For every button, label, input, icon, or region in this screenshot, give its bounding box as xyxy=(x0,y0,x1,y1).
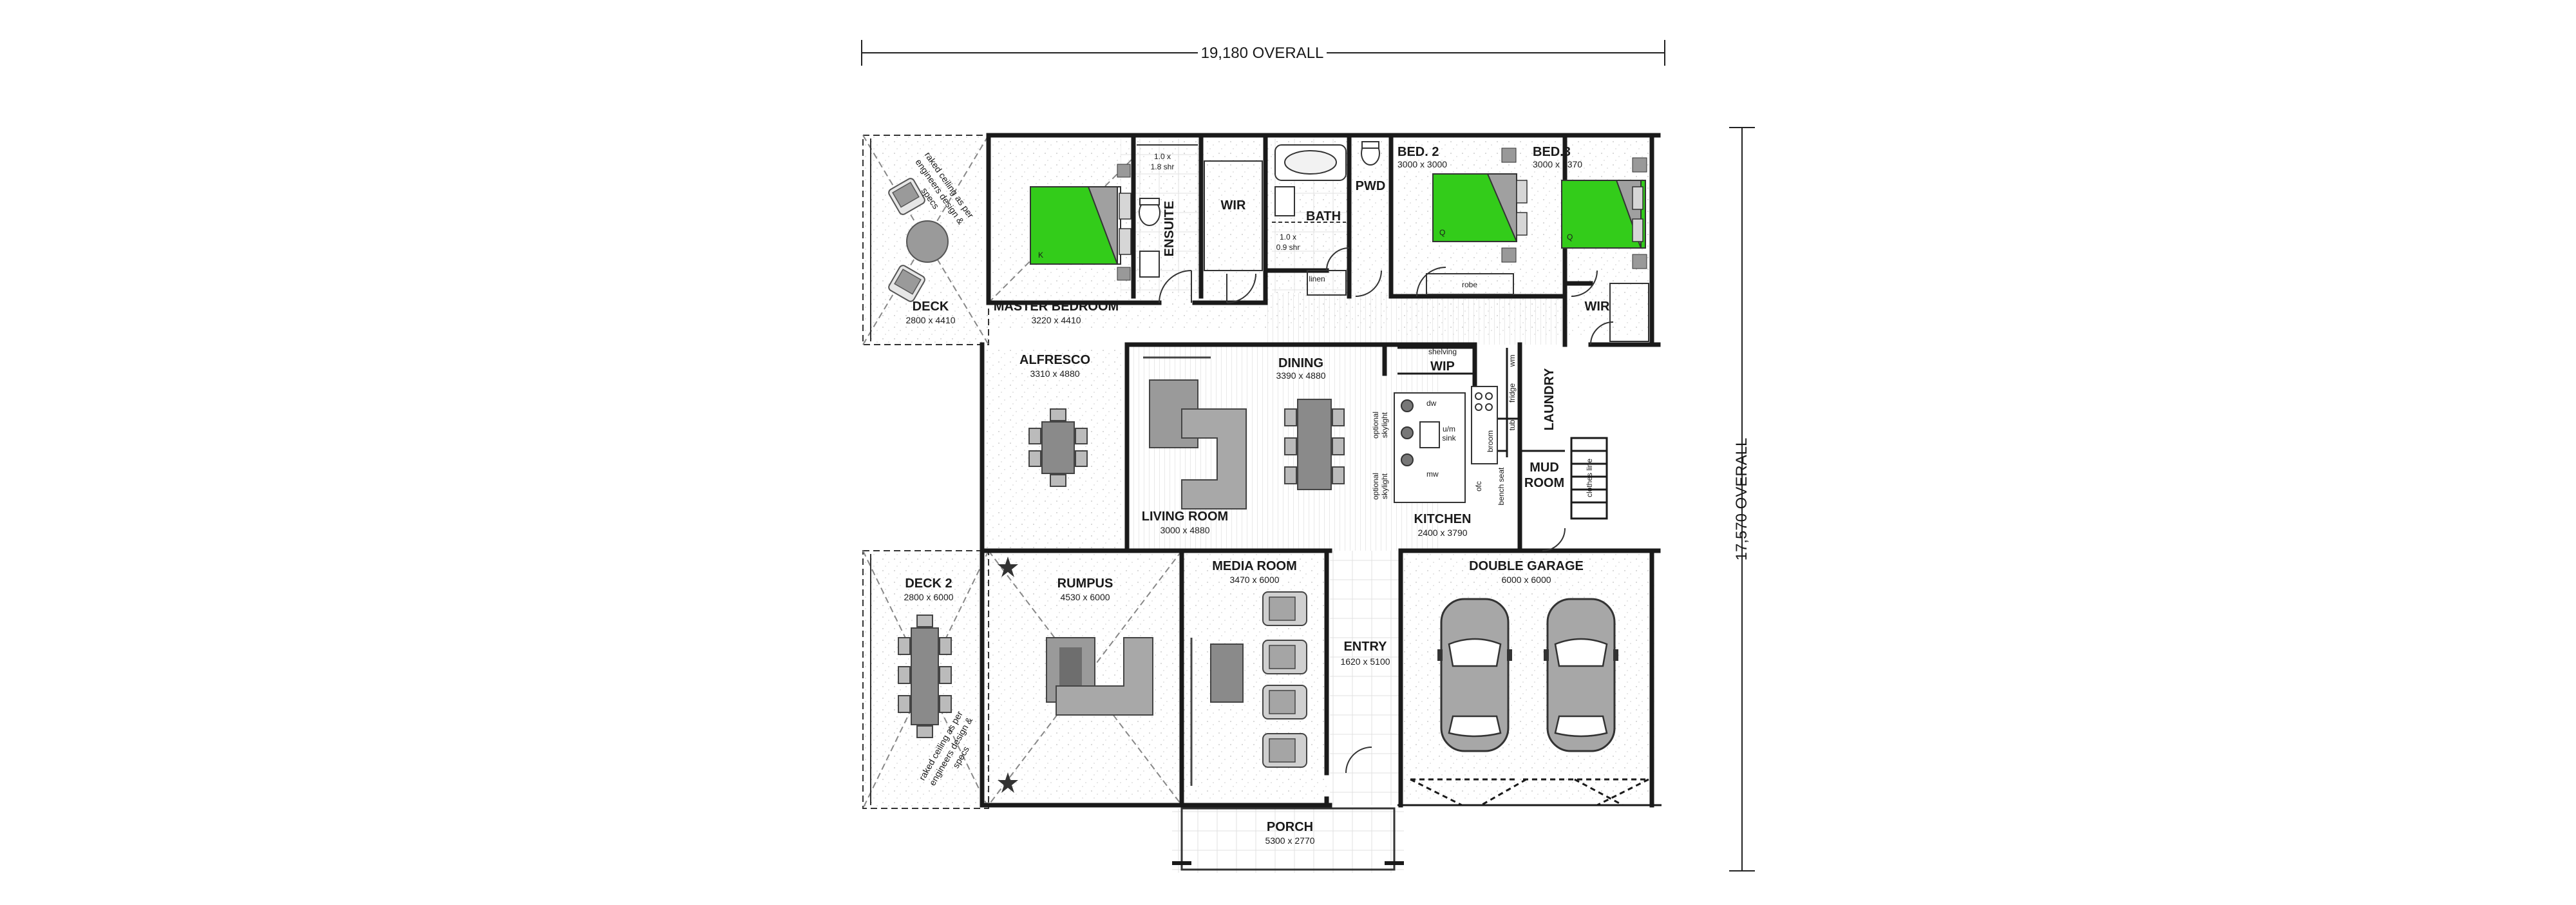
wip-shelving: shelving xyxy=(1428,347,1457,356)
living-room-name: LIVING ROOM xyxy=(1142,510,1228,524)
sink-note-2: sink xyxy=(1442,433,1456,443)
bathroom-fixtures xyxy=(1137,141,1380,278)
master-bedroom-size: 3220 x 4410 xyxy=(1031,315,1081,325)
skylight-note-1a: optional xyxy=(1371,412,1380,439)
alfresco-name: ALFRESCO xyxy=(1019,353,1090,367)
kitchen-island xyxy=(1394,386,1498,503)
bath-name: BATH xyxy=(1306,209,1341,224)
linen-label: linen xyxy=(1309,274,1325,283)
bed3-name: BED.3 xyxy=(1533,145,1571,159)
deck-name: DECK xyxy=(913,300,949,314)
bed-3-size: Q xyxy=(1567,233,1573,242)
bench-seat-note: bench seat xyxy=(1497,467,1506,505)
bath-shower-2: 0.9 shr xyxy=(1276,243,1300,252)
mw-note: mw xyxy=(1426,470,1439,479)
pwd-name: PWD xyxy=(1356,179,1386,193)
skylight-note-2b: skylight xyxy=(1380,473,1389,499)
tub-note: tub xyxy=(1508,419,1517,430)
kitchen-size: 2400 x 3790 xyxy=(1417,528,1467,538)
porch-size: 5300 x 2770 xyxy=(1265,835,1314,846)
bed2-name: BED. 2 xyxy=(1397,145,1439,159)
double-garage-name: DOUBLE GARAGE xyxy=(1469,559,1584,573)
deck2-size: 2800 x 6000 xyxy=(904,592,953,602)
overall-width-label: 19,180 OVERALL xyxy=(1201,44,1324,62)
media-room-name: MEDIA ROOM xyxy=(1212,559,1296,573)
deck2-dining xyxy=(898,614,952,738)
skylight-note-2a: optional xyxy=(1371,473,1380,500)
kitchen-name: KITCHEN xyxy=(1414,512,1472,526)
fridge-note: fridge xyxy=(1508,383,1517,403)
ofc-note: ofc xyxy=(1474,481,1483,491)
deck-lounge xyxy=(886,176,949,304)
doors xyxy=(1159,247,1614,774)
robe-label: robe xyxy=(1462,280,1477,289)
ensuite-shower-1: 1.0 x xyxy=(1154,152,1171,161)
media-room-size: 3470 x 6000 xyxy=(1229,575,1279,585)
deck-bottom-outline xyxy=(862,550,989,809)
bed-master-size: K xyxy=(1038,251,1043,260)
master-raked-outline xyxy=(988,157,1134,303)
bed3-size: 3000 x 3370 xyxy=(1533,159,1582,169)
dining-name: DINING xyxy=(1278,356,1323,370)
laundry-name: LAUNDRY xyxy=(1542,368,1557,431)
rumpus-size: 4530 x 6000 xyxy=(1060,592,1110,602)
double-garage-size: 6000 x 6000 xyxy=(1501,575,1551,585)
sink-note-1: u/m xyxy=(1443,424,1455,433)
skylight-note-1b: skylight xyxy=(1380,412,1389,438)
porch-name: PORCH xyxy=(1267,820,1313,834)
robes xyxy=(1204,160,1649,342)
overall-width-dimension: 19,180 OVERALL xyxy=(861,40,1665,66)
clothes-line-label: clothes line xyxy=(1585,459,1594,497)
dining-size: 3390 x 4880 xyxy=(1276,370,1325,381)
alfresco-size: 3310 x 4880 xyxy=(1030,368,1079,379)
dining-set xyxy=(1284,399,1345,490)
alfresco-dining xyxy=(1028,408,1088,487)
bed-2-size: Q xyxy=(1439,228,1445,237)
living-sofa xyxy=(1143,356,1247,510)
deck2-name: DECK 2 xyxy=(905,576,952,591)
thin-walls xyxy=(1172,347,1662,871)
bed-2: Q xyxy=(1432,148,1528,263)
mud-room-name-2: ROOM xyxy=(1524,476,1564,490)
bath-shower-1: 1.0 x xyxy=(1280,233,1296,242)
bed-master: K xyxy=(1030,164,1132,281)
rumpus-name: RUMPUS xyxy=(1057,576,1113,591)
entry-name: ENTRY xyxy=(1343,640,1387,654)
ensuite-name: ENSUITE xyxy=(1162,201,1177,257)
wir-bed3-name: WIR xyxy=(1585,300,1610,314)
broom-note: broom xyxy=(1486,430,1495,452)
overall-depth-dimension: 17,570 OVERALL xyxy=(1729,127,1755,872)
room-labels: DECK 2800 x 4410 MASTER BEDROOM 3220 x 4… xyxy=(904,145,1610,846)
master-bedroom-name: MASTER BEDROOM xyxy=(994,300,1119,314)
wir-master-name: WIR xyxy=(1221,198,1246,213)
ensuite-shower-2: 1.8 shr xyxy=(1151,162,1175,171)
rumpus-sofa xyxy=(998,557,1153,793)
overall-depth-label: 17,570 OVERALL xyxy=(1733,438,1750,561)
mud-room-name: MUD xyxy=(1530,461,1559,475)
entry-size: 1620 x 5100 xyxy=(1340,656,1390,667)
walls xyxy=(980,133,1661,808)
media-seating xyxy=(1190,591,1307,786)
dw-note: dw xyxy=(1426,399,1437,408)
wm-note: wm xyxy=(1508,355,1517,368)
living-room-size: 3000 x 4880 xyxy=(1160,525,1209,535)
wip-name: WIP xyxy=(1430,359,1455,374)
bed2-size: 3000 x 3000 xyxy=(1397,159,1447,169)
bed-3: Q xyxy=(1561,157,1647,269)
deck-size: 2800 x 4410 xyxy=(905,315,955,325)
